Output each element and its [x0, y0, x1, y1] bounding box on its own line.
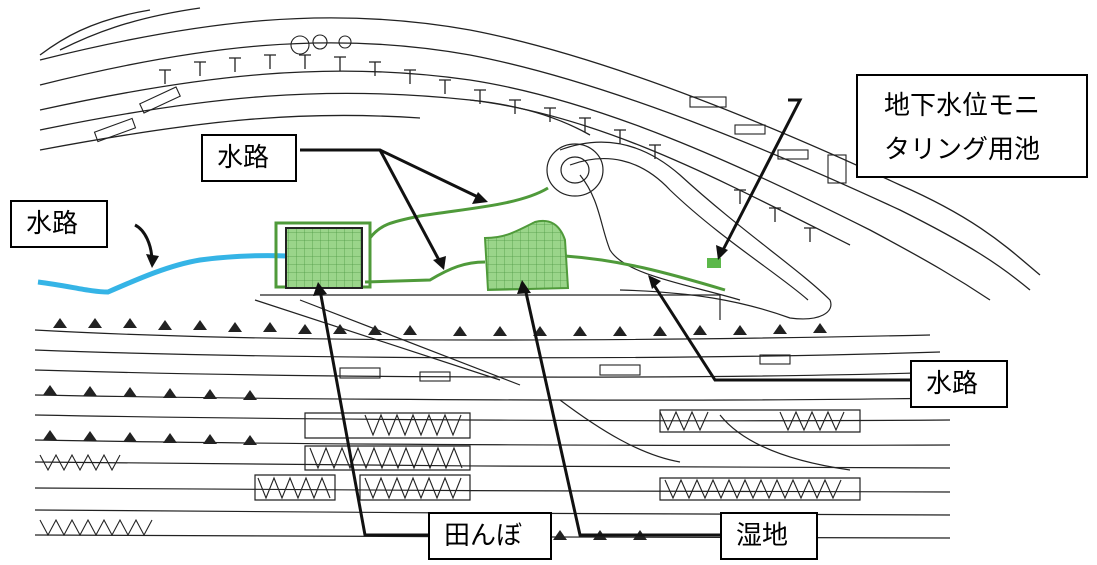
rail-tracks [34, 329, 951, 539]
label-rice-paddy: 田んぼ [428, 512, 552, 560]
small-structures [93, 34, 847, 382]
blue-channel [37, 253, 289, 295]
leader-arrowheads [146, 192, 728, 296]
label-channel-right: 水路 [910, 360, 1008, 408]
label-channel-top: 水路 [201, 134, 297, 182]
label-wetland: 湿地 [720, 512, 818, 560]
rice-paddy-area [274, 221, 372, 289]
park-path [254, 141, 832, 386]
leader-lines [134, 98, 910, 537]
label-channel-left: 水路 [10, 200, 108, 248]
monitoring-pond [707, 258, 721, 268]
wetland-area [483, 220, 570, 292]
truss-zigzag [39, 410, 845, 537]
road-lines [39, 7, 1041, 301]
label-monitoring-pond: 地下水位モニ タリング用池 [856, 74, 1088, 178]
